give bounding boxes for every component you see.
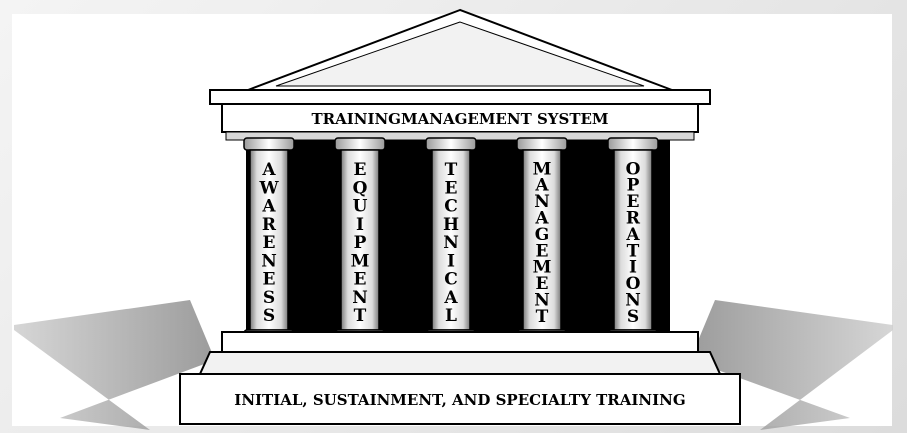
pillar-4 [516,137,568,343]
pillar-3-capital [425,137,477,151]
middle-step [198,351,722,375]
pillar-4-capital [516,137,568,151]
pillar-5-shaft [613,149,653,331]
roof-cornice [209,89,711,105]
pillar-5-capital [607,137,659,151]
roof-label: TRAININGMANAGEMENT SYSTEM [311,110,608,128]
pillar-4-shaft [522,149,562,331]
pillar-1-capital [243,137,295,151]
right-shadow [690,300,893,430]
pillar-2-capital [334,137,386,151]
upper-step [221,331,699,353]
pillar-3-shaft [431,149,471,331]
base-label: INITIAL, SUSTAINMENT, AND SPECIALTY TRAI… [234,391,685,409]
pillar-2 [334,137,386,343]
base-plinth [179,373,741,425]
left-shadow [14,300,215,430]
roof-pediment-inner [275,21,645,87]
